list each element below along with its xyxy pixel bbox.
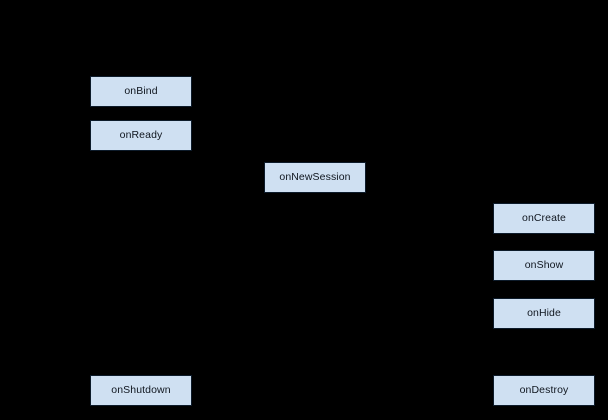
node-on-hide[interactable]: onHide bbox=[493, 298, 595, 329]
node-on-new-session-label: onNewSession bbox=[279, 171, 351, 184]
node-on-shutdown[interactable]: onShutdown bbox=[90, 375, 192, 406]
node-on-destroy[interactable]: onDestroy bbox=[493, 375, 595, 406]
node-on-ready-label: onReady bbox=[119, 129, 163, 142]
node-on-show[interactable]: onShow bbox=[493, 250, 595, 281]
node-on-bind[interactable]: onBind bbox=[90, 76, 192, 107]
node-on-destroy-label: onDestroy bbox=[519, 384, 569, 397]
node-on-hide-label: onHide bbox=[527, 307, 561, 320]
node-on-create[interactable]: onCreate bbox=[493, 203, 595, 234]
node-on-shutdown-label: onShutdown bbox=[111, 384, 171, 397]
node-on-bind-label: onBind bbox=[124, 85, 158, 98]
node-on-ready[interactable]: onReady bbox=[90, 120, 192, 151]
node-on-create-label: onCreate bbox=[522, 212, 566, 225]
node-on-new-session[interactable]: onNewSession bbox=[264, 162, 366, 193]
node-on-show-label: onShow bbox=[524, 259, 564, 272]
